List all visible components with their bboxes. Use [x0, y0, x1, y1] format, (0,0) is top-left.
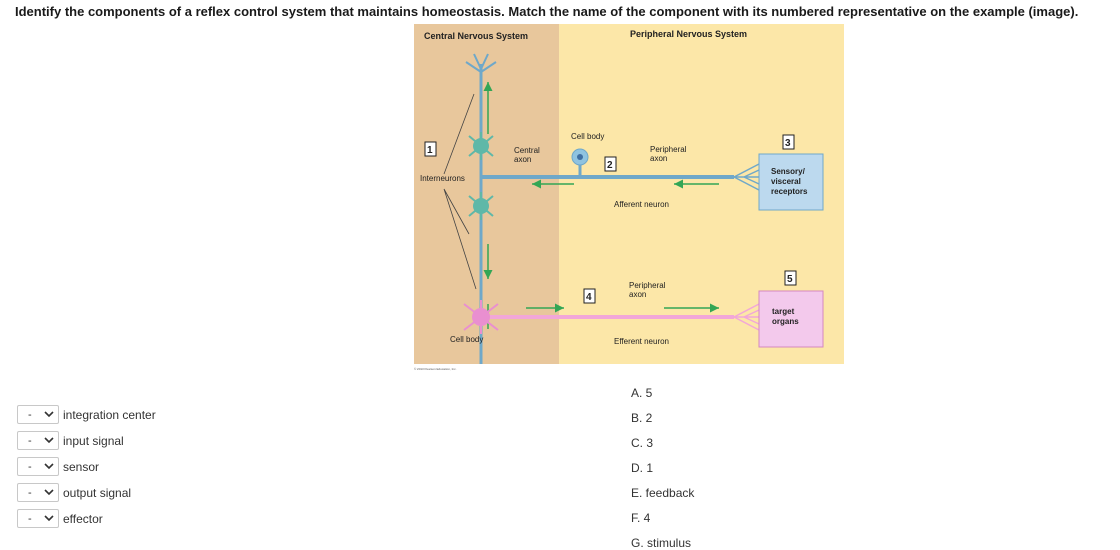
match-select[interactable]: -	[17, 405, 59, 424]
pns-label: Peripheral Nervous System	[630, 29, 747, 39]
match-row-integration-center: - integration center	[17, 405, 156, 424]
match-select[interactable]: -	[17, 483, 59, 502]
match-term-label: effector	[63, 511, 103, 526]
chevron-down-icon	[44, 437, 54, 444]
question-text: Identify the components of a reflex cont…	[15, 4, 1079, 19]
match-row-sensor: - sensor	[17, 457, 99, 476]
reflex-diagram: Central Nervous System Peripheral Nervou…	[414, 24, 844, 371]
answer-choice: A. 5	[631, 386, 653, 400]
answer-choice: F. 4	[631, 511, 651, 525]
sensory-label-2: visceral	[771, 177, 801, 186]
dendrites-top	[465, 53, 497, 74]
central-axon-label-1: Central	[514, 146, 540, 155]
number-4-marker: 4	[583, 288, 596, 304]
target-label-2: organs	[772, 317, 799, 326]
match-select[interactable]: -	[17, 457, 59, 476]
sensory-receptor-box	[758, 153, 824, 211]
answer-choice: B. 2	[631, 411, 653, 425]
match-term-label: sensor	[63, 459, 100, 474]
svg-text:5: 5	[787, 274, 793, 285]
cns-label: Central Nervous System	[424, 31, 528, 41]
sensory-label-3: receptors	[771, 187, 808, 196]
answer-choice: D. 1	[631, 461, 654, 475]
interneuron-cell-1	[468, 132, 494, 160]
cell-body-top-label: Cell body	[571, 132, 604, 141]
match-select[interactable]: -	[17, 431, 59, 450]
match-row-output-signal: - output signal	[17, 483, 131, 502]
target-organ-box	[758, 290, 824, 348]
peripheral-axon-top-label-1: Peripheral	[650, 145, 687, 154]
peripheral-axon-bottom-label-2: axon	[629, 290, 646, 299]
number-1-marker: 1	[424, 141, 437, 157]
interneuron-cell-2	[468, 192, 494, 220]
answer-choice: E. feedback	[631, 486, 695, 500]
copyright-text: © 2013 Pearson Education, Inc.	[414, 367, 457, 371]
svg-text:3: 3	[785, 138, 791, 149]
match-term-label: output signal	[63, 485, 132, 500]
chevron-down-icon	[44, 411, 54, 418]
svg-text:1: 1	[427, 145, 433, 156]
afferent-label: Afferent neuron	[614, 200, 669, 209]
svg-text:4: 4	[586, 292, 592, 303]
sensory-label-1: Sensory/	[771, 167, 806, 176]
chevron-down-icon	[44, 489, 54, 496]
answer-choice: C. 3	[631, 436, 654, 450]
peripheral-axon-top-label-2: axon	[650, 154, 667, 163]
cell-body-bottom-label: Cell body	[450, 335, 483, 344]
number-5-marker: 5	[784, 270, 797, 286]
peripheral-axon-bottom-label-1: Peripheral	[629, 281, 666, 290]
match-term-label: input signal	[63, 433, 124, 448]
match-row-input-signal: - input signal	[17, 431, 124, 450]
match-select[interactable]: -	[17, 509, 59, 528]
target-label-1: target	[772, 307, 795, 316]
number-2-marker: 2	[604, 156, 617, 172]
svg-text:2: 2	[607, 160, 613, 171]
interneurons-label: Interneurons	[420, 174, 465, 183]
central-axon-label-2: axon	[514, 155, 531, 164]
chevron-down-icon	[44, 515, 54, 522]
match-row-effector: - effector	[17, 509, 103, 528]
answer-choice: G. stimulus	[631, 536, 692, 550]
efferent-label: Efferent neuron	[614, 337, 669, 346]
match-term-label: integration center	[63, 407, 156, 422]
efferent-cell-body	[463, 300, 499, 334]
number-3-marker: 3	[782, 134, 795, 150]
chevron-down-icon	[44, 463, 54, 470]
